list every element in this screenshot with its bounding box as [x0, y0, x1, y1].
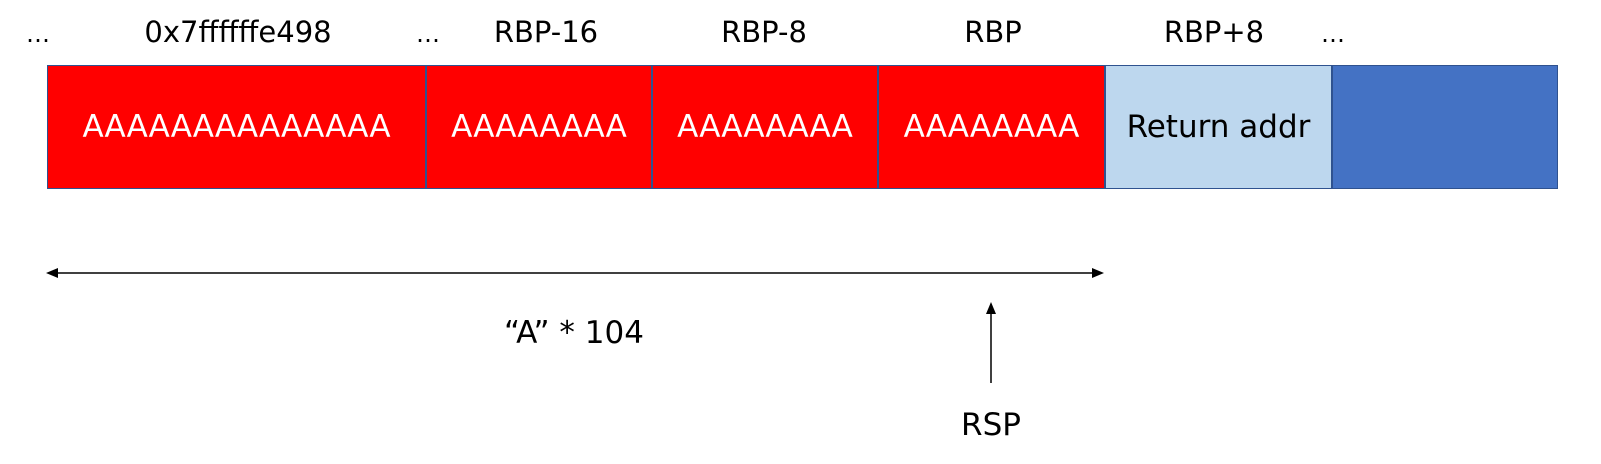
- rbp-minus-16-cell: AAAAAAAA: [426, 65, 652, 189]
- return-address-cell-text: Return addr: [1126, 109, 1311, 145]
- span-arrow: [46, 268, 1104, 278]
- span-label: “A” * 104: [504, 315, 644, 351]
- buffer-cell: AAAAAAAAAAAAAA: [47, 65, 426, 189]
- rbp-plus-8-label: RBP+8: [1163, 15, 1265, 49]
- rsp-arrow: [986, 302, 996, 383]
- rbp-cell: AAAAAAAA: [878, 65, 1105, 189]
- return-address-cell: Return addr: [1105, 65, 1332, 189]
- rbp-minus-8-cell: AAAAAAAA: [652, 65, 878, 189]
- rbp-minus-8-cell-text: AAAAAAAA: [677, 109, 853, 145]
- rbp-label: RBP: [964, 15, 1022, 49]
- rbp-minus-16-label: RBP-16: [493, 15, 599, 49]
- rbp-cell-text: AAAAAAAA: [903, 109, 1080, 145]
- address-label: 0x7ffffffe498: [144, 15, 332, 49]
- beyond-cell: [1332, 65, 1558, 189]
- rbp-minus-8-label: RBP-8: [721, 15, 807, 49]
- ellipsis-right: …: [1321, 20, 1345, 48]
- rbp-minus-16-cell-text: AAAAAAAA: [451, 109, 627, 145]
- ellipsis-middle: …: [416, 20, 440, 48]
- ellipsis-left: …: [26, 20, 50, 48]
- buffer-cell-text: AAAAAAAAAAAAAA: [82, 109, 391, 145]
- stack-layout: AAAAAAAAAAAAAA AAAAAAAA AAAAAAAA AAAAAAA…: [47, 65, 1558, 189]
- rsp-label: RSP: [961, 407, 1021, 443]
